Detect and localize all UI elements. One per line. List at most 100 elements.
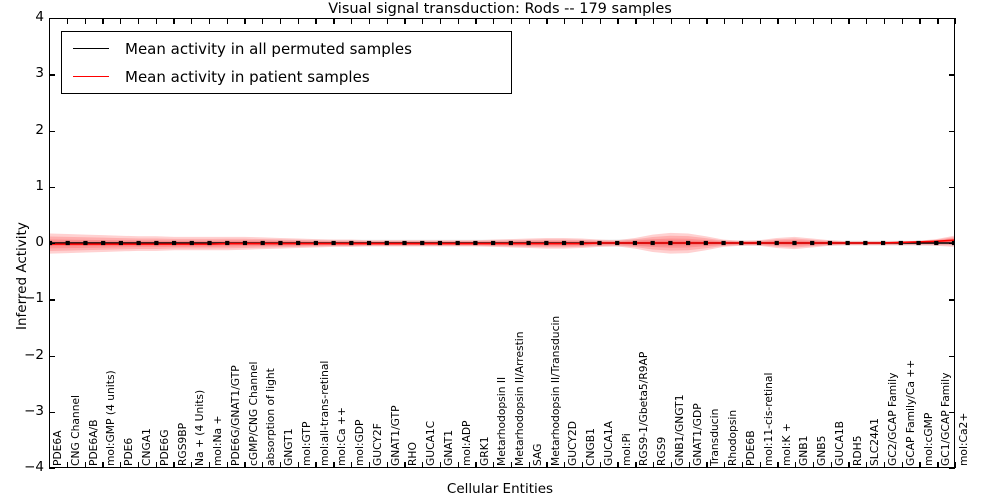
x-tick-mark	[297, 18, 299, 24]
x-tick-mark	[120, 18, 122, 24]
x-tick-mark	[49, 462, 51, 468]
x-tick-mark	[422, 462, 424, 468]
marker-point	[402, 240, 407, 246]
x-tick-mark	[102, 18, 104, 24]
x-tick-mark	[510, 18, 513, 24]
x-tick-label: CNGB1	[584, 428, 598, 466]
x-tick-label: Transducin	[708, 408, 722, 466]
marker-point	[349, 240, 354, 246]
x-tick-mark	[812, 462, 815, 468]
x-tick-mark	[546, 18, 548, 24]
y-tick-mark	[49, 18, 55, 20]
x-tick-mark	[120, 462, 122, 468]
x-tick-mark	[262, 18, 264, 24]
marker-point	[491, 240, 496, 246]
marker-point	[845, 240, 850, 246]
x-tick-label: CNG Channel	[68, 394, 82, 466]
marker-point	[650, 240, 655, 246]
marker-point	[951, 240, 954, 246]
marker-point	[207, 240, 212, 246]
y-tick-label: −4	[24, 459, 44, 475]
y-tick-mark	[49, 130, 55, 132]
x-tick-mark	[741, 18, 744, 24]
y-tick-label: 4	[35, 9, 44, 25]
x-tick-mark	[315, 18, 317, 24]
x-tick-label: mol:GTP	[299, 421, 313, 466]
x-tick-label: RGS9	[655, 436, 669, 466]
y-tick-label: −2	[24, 346, 44, 363]
x-tick-mark	[439, 462, 442, 468]
marker-point	[225, 240, 230, 246]
x-tick-mark	[795, 462, 797, 468]
y-tick-label: −3	[24, 402, 44, 419]
x-tick-mark	[724, 18, 726, 24]
x-tick-label: PDE6G	[157, 429, 171, 466]
x-tick-mark	[457, 18, 459, 24]
y-tick-label: 2	[35, 121, 44, 138]
legend-entry-permuted: Mean activity in all permuted samples	[62, 35, 412, 62]
x-tick-label: Metarhodopsin II/Arrestin	[513, 331, 527, 466]
marker-point	[83, 240, 88, 246]
x-tick-mark	[848, 462, 850, 468]
x-tick-label: mol:Na +	[211, 415, 225, 466]
y-tick-mark	[49, 74, 55, 76]
x-tick-label: GUCA1B	[832, 420, 846, 466]
x-tick-mark	[759, 462, 761, 468]
chart-title: Visual signal transduction: Rods -- 179 …	[328, 1, 672, 17]
x-tick-mark	[155, 18, 157, 24]
x-tick-label: GNB1	[797, 435, 811, 466]
x-tick-label: PDE6B	[744, 430, 758, 466]
marker-point	[189, 240, 194, 246]
x-tick-label: cGMP/CNG Channel	[246, 361, 260, 466]
x-tick-mark	[49, 18, 51, 24]
x-tick-mark	[226, 462, 228, 468]
x-tick-mark	[635, 462, 637, 468]
x-tick-mark	[137, 462, 140, 468]
x-tick-mark	[510, 462, 513, 468]
x-tick-label: GNB5	[815, 435, 829, 466]
x-tick-label: RGS9BP	[175, 422, 189, 466]
x-tick-mark	[670, 462, 673, 468]
x-tick-mark	[706, 462, 708, 468]
marker-point	[686, 240, 691, 246]
x-tick-mark	[653, 18, 655, 24]
marker-point	[473, 240, 478, 246]
marker-point	[296, 240, 301, 246]
x-tick-mark	[333, 18, 335, 24]
x-tick-mark	[777, 462, 779, 468]
x-tick-label: mol:GMP (4 units)	[104, 370, 118, 466]
legend-label-patient: Mean activity in patient samples	[125, 67, 370, 86]
legend-label-permuted: Mean activity in all permuted samples	[125, 39, 412, 58]
x-tick-mark	[581, 18, 584, 24]
x-tick-mark	[244, 18, 246, 24]
y-tick-mark	[949, 468, 955, 470]
x-tick-mark	[386, 18, 388, 24]
x-tick-mark	[404, 462, 406, 468]
x-tick-label: GUCY2F	[370, 423, 384, 466]
x-tick-label: Rhodopsin	[726, 409, 740, 466]
x-tick-mark	[883, 18, 886, 24]
x-tick-mark	[901, 462, 903, 468]
y-tick-mark	[49, 468, 55, 470]
x-tick-mark	[759, 18, 761, 24]
marker-point	[171, 240, 177, 246]
marker-point	[739, 240, 744, 246]
y-tick-mark	[949, 186, 955, 189]
x-tick-label: mol:K +	[779, 423, 793, 466]
x-tick-mark	[883, 462, 886, 468]
legend-entry-patient: Mean activity in patient samples	[62, 63, 370, 90]
x-tick-label: RHO	[406, 442, 420, 466]
x-tick-mark	[919, 462, 921, 468]
x-tick-label: mol:Pi	[619, 433, 633, 466]
marker-point	[420, 240, 425, 246]
marker-point	[898, 240, 903, 246]
x-tick-label: mol:Ca2+	[957, 412, 971, 466]
marker-point	[154, 240, 159, 246]
marker-point	[118, 240, 123, 246]
x-tick-mark	[279, 18, 282, 24]
x-tick-label: GUCA1C	[424, 420, 438, 466]
y-tick-mark	[49, 355, 55, 357]
x-tick-mark	[386, 462, 388, 468]
y-tick-mark	[49, 411, 55, 414]
